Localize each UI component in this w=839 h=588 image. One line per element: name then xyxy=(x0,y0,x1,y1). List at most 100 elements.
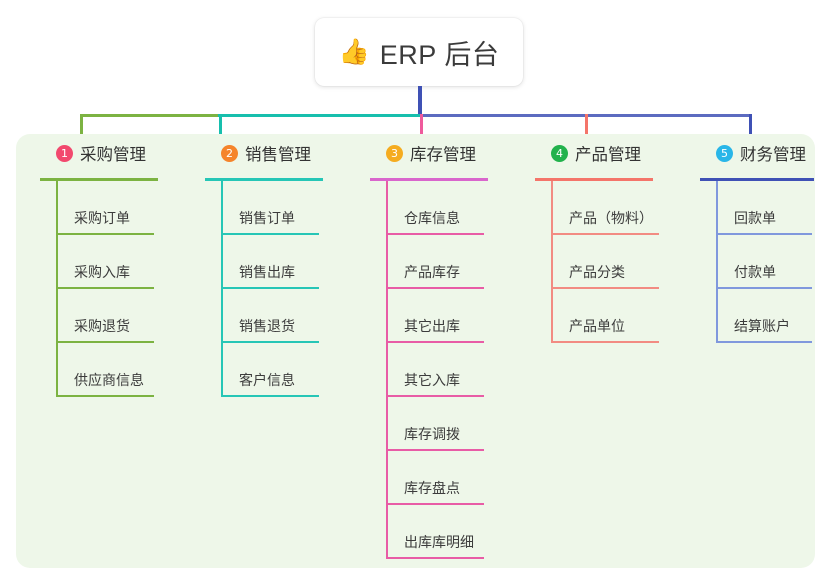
column-header-1[interactable]: 1 采购管理 xyxy=(32,140,146,166)
leaf-rule xyxy=(386,341,484,343)
leaf-rule xyxy=(386,233,484,235)
leaf-rule xyxy=(551,287,659,289)
leaf-label: 销售退货 xyxy=(239,318,295,334)
column-1: 1 采购管理采购订单采购入库采购退货供应商信息 xyxy=(32,140,158,397)
leaf-label: 供应商信息 xyxy=(74,372,144,388)
root-title: ERP 后台 xyxy=(379,39,500,70)
leaf-rule xyxy=(56,341,154,343)
leaf-rule xyxy=(221,287,319,289)
leaf-item[interactable]: 采购退货 xyxy=(56,289,154,343)
leaf-item[interactable]: 产品分类 xyxy=(551,235,659,289)
connector-drop-2 xyxy=(219,114,222,144)
leaf-label: 其它入库 xyxy=(404,372,460,388)
column-title-1: 采购管理 xyxy=(80,146,146,164)
column-title-5: 财务管理 xyxy=(740,146,806,164)
column-badge-4: 4 xyxy=(551,144,568,162)
leaf-label: 采购订单 xyxy=(74,210,130,226)
column-title-4: 产品管理 xyxy=(575,146,641,164)
leaf-rule xyxy=(386,287,484,289)
leaf-item[interactable]: 其它出库 xyxy=(386,289,484,343)
leaf-item[interactable]: 产品单位 xyxy=(551,289,659,343)
leaf-item[interactable]: 销售订单 xyxy=(221,181,319,235)
leaf-rule xyxy=(716,341,812,343)
leaf-item[interactable]: 采购订单 xyxy=(56,181,154,235)
connector-root-stem xyxy=(418,86,422,116)
leaf-item[interactable]: 供应商信息 xyxy=(56,343,154,397)
leaf-item[interactable]: 库存盘点 xyxy=(386,451,484,505)
column-header-rule-5 xyxy=(700,178,814,181)
column-header-rule-3 xyxy=(370,178,488,181)
leaf-label: 其它出库 xyxy=(404,318,460,334)
leaf-label: 采购退货 xyxy=(74,318,130,334)
column-header-5[interactable]: 5 财务管理 xyxy=(692,140,806,166)
leaf-rule xyxy=(386,503,484,505)
column-header-rule-1 xyxy=(40,178,158,181)
column-2: 2 销售管理销售订单销售出库销售退货客户信息 xyxy=(197,140,323,397)
column-4: 4 产品管理产品（物料） 产品分类产品单位 xyxy=(527,140,659,343)
branch-panel xyxy=(16,134,815,568)
column-spine-5 xyxy=(716,181,718,343)
leaf-label: 客户信息 xyxy=(239,372,295,388)
leaf-item[interactable]: 客户信息 xyxy=(221,343,319,397)
leaf-rule xyxy=(386,557,484,559)
leaf-label: 结算账户 xyxy=(734,318,790,334)
connector-drop-5 xyxy=(749,114,752,144)
leaf-label: 销售订单 xyxy=(239,210,295,226)
leaf-item[interactable]: 回款单 xyxy=(716,181,812,235)
column-badge-3: 3 xyxy=(386,144,403,162)
connector-drop-1 xyxy=(80,114,83,144)
leaf-label: 库存盘点 xyxy=(404,480,460,496)
leaf-rule xyxy=(551,233,659,235)
leaf-item[interactable]: 销售退货 xyxy=(221,289,319,343)
leaf-item[interactable]: 库存调拨 xyxy=(386,397,484,451)
leaf-item[interactable]: 其它入库 xyxy=(386,343,484,397)
leaf-rule xyxy=(221,395,319,397)
leaf-label: 出库库明细 xyxy=(404,534,474,550)
column-header-rule-4 xyxy=(535,178,653,181)
leaf-label: 付款单 xyxy=(734,264,776,280)
column-badge-2: 2 xyxy=(221,144,238,162)
leaf-rule xyxy=(56,395,154,397)
column-header-3[interactable]: 3 库存管理 xyxy=(362,140,476,166)
leaf-rule xyxy=(386,449,484,451)
column-header-rule-2 xyxy=(205,178,323,181)
connector-drop-4 xyxy=(585,114,588,144)
column-header-4[interactable]: 4 产品管理 xyxy=(527,140,641,166)
column-spine-4 xyxy=(551,181,553,343)
thumbs-up-icon: 👍 xyxy=(338,37,370,66)
leaf-item[interactable]: 付款单 xyxy=(716,235,812,289)
leaf-rule xyxy=(56,233,154,235)
column-badge-1: 1 xyxy=(56,144,73,162)
leaf-label: 仓库信息 xyxy=(404,210,460,226)
leaf-rule xyxy=(221,233,319,235)
leaf-rule xyxy=(716,233,812,235)
leaf-item[interactable]: 仓库信息 xyxy=(386,181,484,235)
leaf-item[interactable]: 结算账户 xyxy=(716,289,812,343)
column-3: 3 库存管理仓库信息产品库存其它出库其它入库库存调拨库存盘点出库库明细 xyxy=(362,140,488,559)
column-spine-3 xyxy=(386,181,388,559)
leaf-rule xyxy=(551,341,659,343)
leaf-item[interactable]: 产品（物料） xyxy=(551,181,659,235)
connector-drop-3 xyxy=(420,114,423,144)
leaf-label: 采购入库 xyxy=(74,264,130,280)
leaf-item[interactable]: 产品库存 xyxy=(386,235,484,289)
leaf-label: 产品单位 xyxy=(569,318,625,334)
column-header-2[interactable]: 2 销售管理 xyxy=(197,140,311,166)
leaf-item[interactable]: 采购入库 xyxy=(56,235,154,289)
leaf-label: 回款单 xyxy=(734,210,776,226)
column-spine-2 xyxy=(221,181,223,397)
column-5: 5 财务管理回款单付款单结算账户 xyxy=(692,140,814,343)
column-badge-5: 5 xyxy=(716,144,733,162)
connector-bus-segment-2 xyxy=(218,114,420,117)
leaf-rule xyxy=(56,287,154,289)
column-title-3: 库存管理 xyxy=(410,146,476,164)
leaf-item[interactable]: 销售出库 xyxy=(221,235,319,289)
leaf-label: 产品分类 xyxy=(569,264,625,280)
column-title-2: 销售管理 xyxy=(245,146,311,164)
column-spine-1 xyxy=(56,181,58,397)
leaf-label: 产品（物料） xyxy=(569,210,653,226)
root-node[interactable]: 👍 ERP 后台 xyxy=(315,18,523,86)
leaf-item[interactable]: 出库库明细 xyxy=(386,505,484,559)
leaf-rule xyxy=(386,395,484,397)
